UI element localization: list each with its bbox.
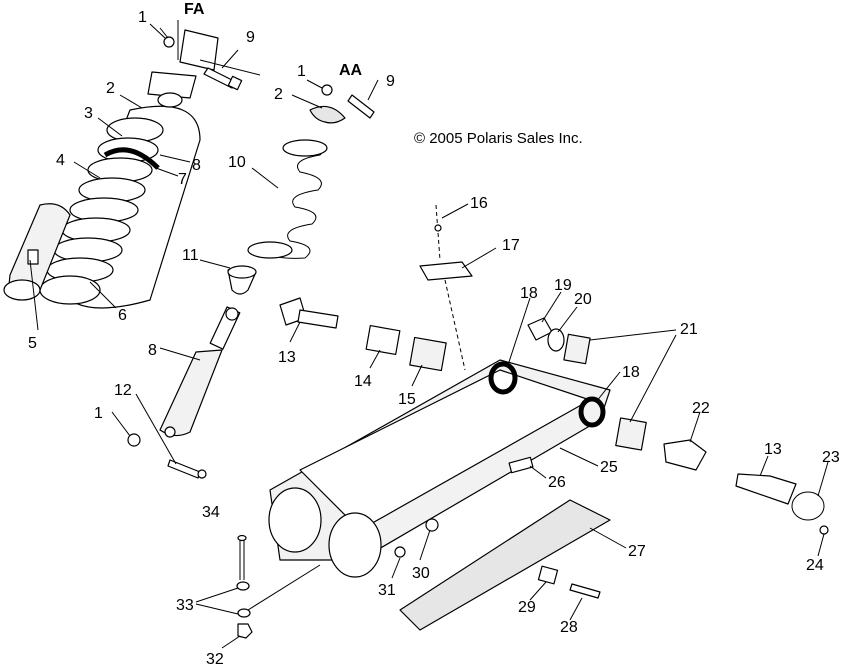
nut-part-1-low xyxy=(127,433,141,447)
bolt-part-9-top xyxy=(203,67,243,91)
callout-16: 16 xyxy=(470,195,488,212)
callout-18: 18 xyxy=(520,285,538,302)
callout-27: 27 xyxy=(628,543,646,560)
bolt-part-12 xyxy=(167,459,207,479)
guard-part-27 xyxy=(399,499,611,631)
bumper-part-11 xyxy=(227,265,257,295)
callout-23: 23 xyxy=(822,449,840,466)
callout-32: 32 xyxy=(206,651,224,667)
retainer-part-2 xyxy=(309,105,346,124)
callout-9: 9 xyxy=(246,29,255,46)
callout-29: 29 xyxy=(518,599,536,616)
nut-part-32 xyxy=(237,623,253,639)
bolt-part-13-right xyxy=(735,473,797,505)
callout-10: 10 xyxy=(228,154,246,171)
swing-arm-part-25 xyxy=(268,359,611,578)
callout-22: 22 xyxy=(692,400,710,417)
callout-5: 5 xyxy=(28,335,37,352)
callout-33: 33 xyxy=(176,597,194,614)
plate-part-17 xyxy=(419,261,473,281)
leader-lines xyxy=(29,27,829,649)
bolt-part-16 xyxy=(434,204,442,261)
callout-25: 25 xyxy=(600,459,618,476)
shock-upper-mount xyxy=(147,20,261,99)
callout-12: 12 xyxy=(114,382,132,399)
bolt-part-1-mid xyxy=(321,84,333,96)
callout-18: 18 xyxy=(622,364,640,381)
callout-26: 26 xyxy=(548,474,566,491)
heading-aa: AA xyxy=(339,62,363,79)
callout-14: 14 xyxy=(354,373,372,390)
callout-13: 13 xyxy=(764,441,782,458)
callout-19: 19 xyxy=(554,277,572,294)
callout-21: 21 xyxy=(680,321,698,338)
callout-15: 15 xyxy=(398,391,416,408)
nut-part-31 xyxy=(394,546,406,558)
heading-fa: FA xyxy=(184,1,205,18)
callout-24: 24 xyxy=(806,557,824,574)
bolt-part-1-top xyxy=(149,23,175,48)
callout-31: 31 xyxy=(378,582,396,599)
bolt-part-28 xyxy=(569,583,601,599)
bolt-part-13-left xyxy=(279,297,339,329)
callout-1: 1 xyxy=(94,405,103,422)
callout-3: 3 xyxy=(84,105,93,122)
callout-2: 2 xyxy=(274,86,283,103)
copyright-text: © 2005 Polaris Sales Inc. xyxy=(414,130,583,147)
bushing-part-29 xyxy=(537,565,559,585)
callout-7: 7 xyxy=(178,171,187,188)
clip-part-23 xyxy=(791,491,825,521)
callout-30: 30 xyxy=(412,565,430,582)
bolt-part-22 xyxy=(663,439,707,471)
callout-28: 28 xyxy=(560,619,578,636)
spring-part-10 xyxy=(247,139,328,259)
bolt-part-34 xyxy=(237,534,247,580)
callout-8: 8 xyxy=(192,157,201,174)
callout-34: 34 xyxy=(202,504,220,521)
callout-9: 9 xyxy=(386,73,395,90)
nut-part-30 xyxy=(425,518,439,532)
callout-11: 11 xyxy=(182,247,199,264)
bushing-part-14 xyxy=(365,324,401,356)
callout-13: 13 xyxy=(278,349,296,366)
callout-17: 17 xyxy=(502,237,520,254)
washer-part-20 xyxy=(547,328,565,352)
bushing-part-21 xyxy=(563,333,647,451)
bolt-part-24 xyxy=(819,525,829,535)
washer-part-33 xyxy=(236,581,251,618)
shock-spring-assembly xyxy=(39,92,201,309)
bolt-part-9-mid xyxy=(347,94,375,119)
callout-2: 2 xyxy=(106,80,115,97)
callout-1: 1 xyxy=(297,63,306,80)
shock-body-part-8 xyxy=(159,306,241,438)
callout-4: 4 xyxy=(56,152,65,169)
reservoir-part-5 xyxy=(3,203,71,301)
callout-20: 20 xyxy=(574,291,592,308)
callout-1: 1 xyxy=(138,9,147,26)
callout-8: 8 xyxy=(148,342,157,359)
callout-6: 6 xyxy=(118,307,127,324)
bushing-part-15 xyxy=(409,336,447,372)
